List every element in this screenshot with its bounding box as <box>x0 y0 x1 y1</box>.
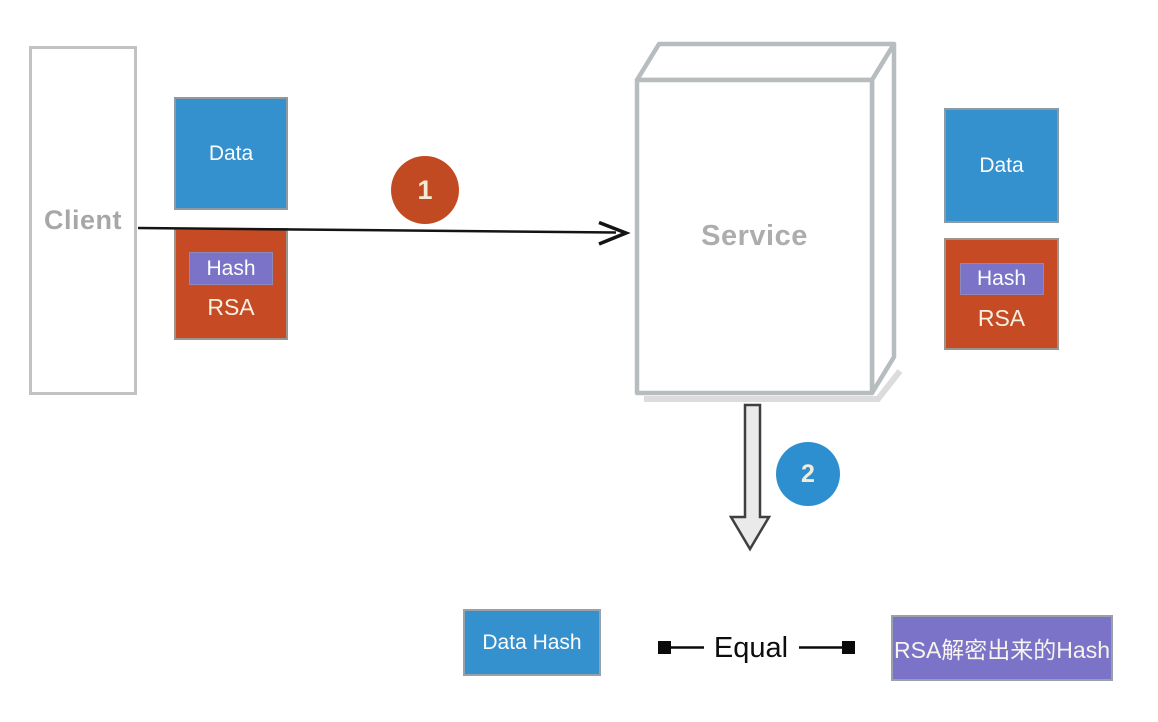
equal-connectors <box>658 641 855 654</box>
equal-connector-left-square <box>658 641 671 654</box>
equal-connector-right-square <box>842 641 855 654</box>
service-hash-chip: Hash <box>959 263 1044 295</box>
step-1-badge: 1 <box>391 156 459 224</box>
service-cube-top <box>634 41 897 83</box>
client-data-label: Data <box>208 141 254 165</box>
data-hash-label: Data Hash <box>482 630 582 654</box>
service-data-label: Data <box>979 153 1024 177</box>
equal-label: Equal <box>703 629 799 667</box>
service-hash-label: Hash <box>976 267 1027 290</box>
step-1-number: 1 <box>417 174 433 205</box>
service-rsa-box: Hash RSA <box>944 238 1059 350</box>
client-data-box: Data <box>174 97 288 210</box>
client-hash-chip: Hash <box>189 252 273 285</box>
service-cube-side <box>869 41 897 396</box>
rsa-decrypted-hash-label: RSA解密出来的Hash <box>894 637 1110 663</box>
data-hash-box: Data Hash <box>463 609 601 676</box>
service-box: Service <box>637 80 872 393</box>
client-rsa-box: Hash RSA <box>174 228 288 340</box>
service-rsa-label: RSA <box>977 305 1026 331</box>
client-label: Client <box>43 205 122 235</box>
service-cube-front <box>634 77 875 396</box>
arrow-right-icon <box>137 220 631 246</box>
rsa-decrypted-hash-box: RSA解密出来的Hash <box>891 615 1113 681</box>
service-cube <box>634 41 897 396</box>
arrow-down-icon <box>728 403 772 552</box>
equal-text: Equal <box>713 631 789 664</box>
client-rsa-label: RSA <box>207 294 255 320</box>
client-hash-label: Hash <box>206 256 256 280</box>
client-box: Client <box>29 46 137 395</box>
service-data-box: Data <box>944 108 1059 223</box>
service-label: Service <box>701 220 808 252</box>
step-2-badge: 2 <box>776 442 840 506</box>
service-cube-shadow <box>644 369 903 402</box>
step-2-number: 2 <box>801 459 815 488</box>
